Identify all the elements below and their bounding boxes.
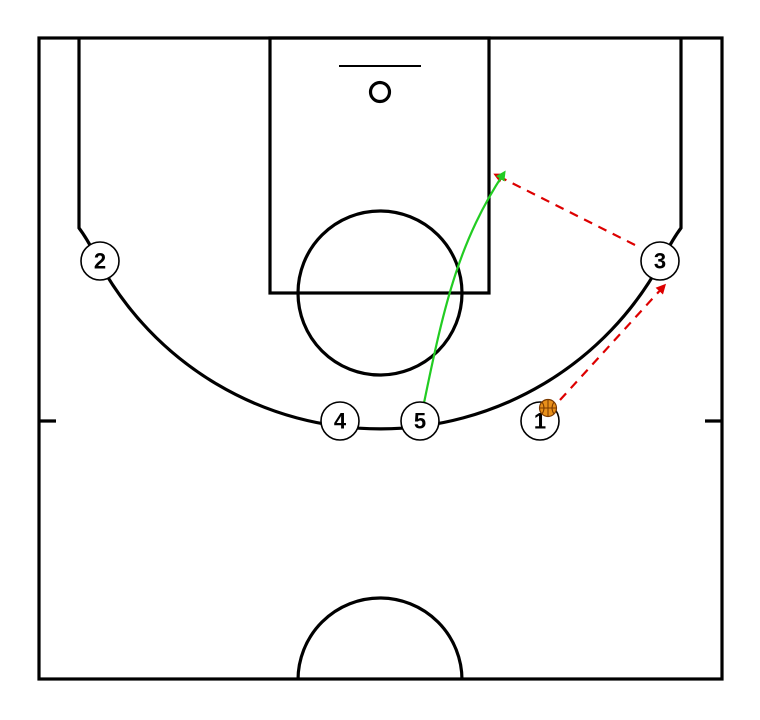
court-boundary (37, 36, 724, 681)
center-circle (296, 596, 464, 681)
player-5-label: 5 (414, 409, 426, 434)
pass-arrow-3-to-5 (493, 173, 636, 246)
player-4-label: 4 (334, 409, 347, 434)
rim (368, 80, 392, 104)
player-4[interactable]: 4 (320, 401, 360, 441)
cut-arrow-player-5 (422, 170, 506, 404)
player-3[interactable]: 3 (640, 241, 680, 281)
player-3-label: 3 (654, 249, 666, 274)
lane-paint (268, 36, 491, 295)
player-2[interactable]: 2 (80, 241, 120, 281)
basketball-icon (538, 398, 558, 418)
pass-arrow-1-to-3 (559, 283, 667, 401)
player-2-label: 2 (94, 249, 106, 274)
three-point-line (77, 38, 683, 431)
free-throw-circle (296, 209, 464, 377)
player-5[interactable]: 5 (400, 401, 440, 441)
